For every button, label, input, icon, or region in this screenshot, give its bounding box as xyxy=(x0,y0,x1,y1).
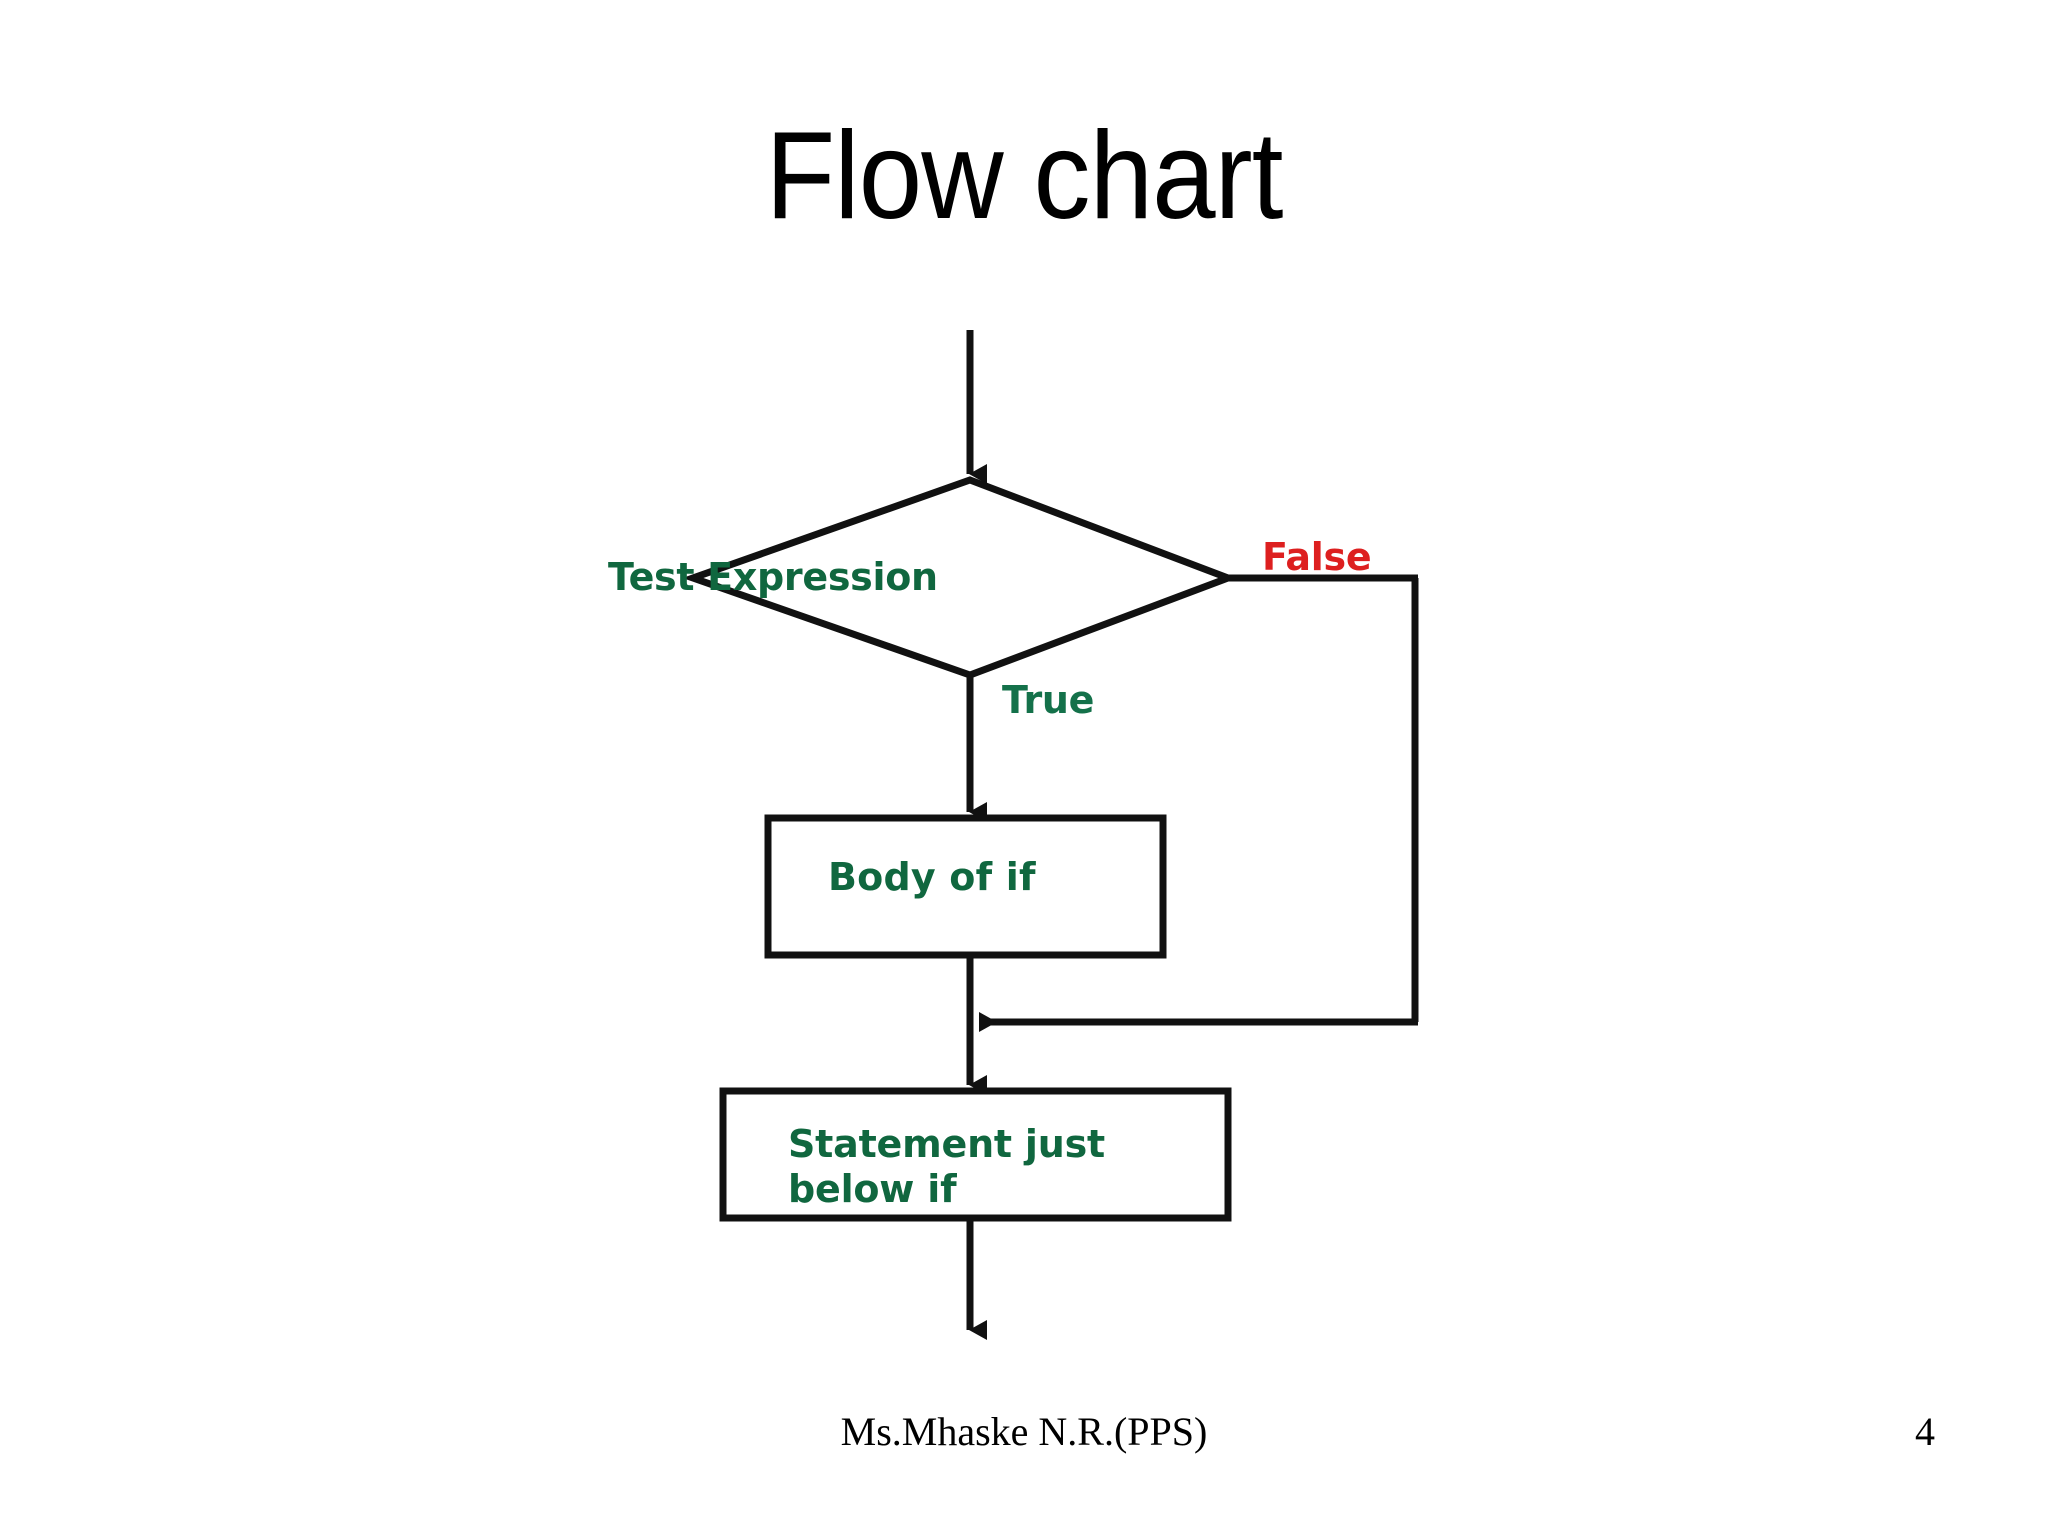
flowchart-label-false: False xyxy=(1262,535,1372,579)
page-number: 4 xyxy=(1915,1409,1935,1454)
flowchart-label-true: True xyxy=(1002,678,1095,722)
page-title: Flow chart xyxy=(765,107,1284,245)
process-box-statement-below-if xyxy=(719,1087,1232,1222)
footer-author: Ms.Mhaske N.R.(PPS) xyxy=(840,1409,1208,1454)
process-box-body-of-if xyxy=(764,814,1167,959)
flowchart-label-body-of-if: Body of if xyxy=(828,855,1036,899)
flowchart-diagram xyxy=(640,330,1480,1360)
statement-line-2: below if xyxy=(788,1166,957,1211)
flowchart-svg xyxy=(682,330,1419,1340)
flowchart-label-test-expression: Test Expression xyxy=(608,555,938,599)
statement-line-1: Statement just xyxy=(788,1122,1105,1166)
